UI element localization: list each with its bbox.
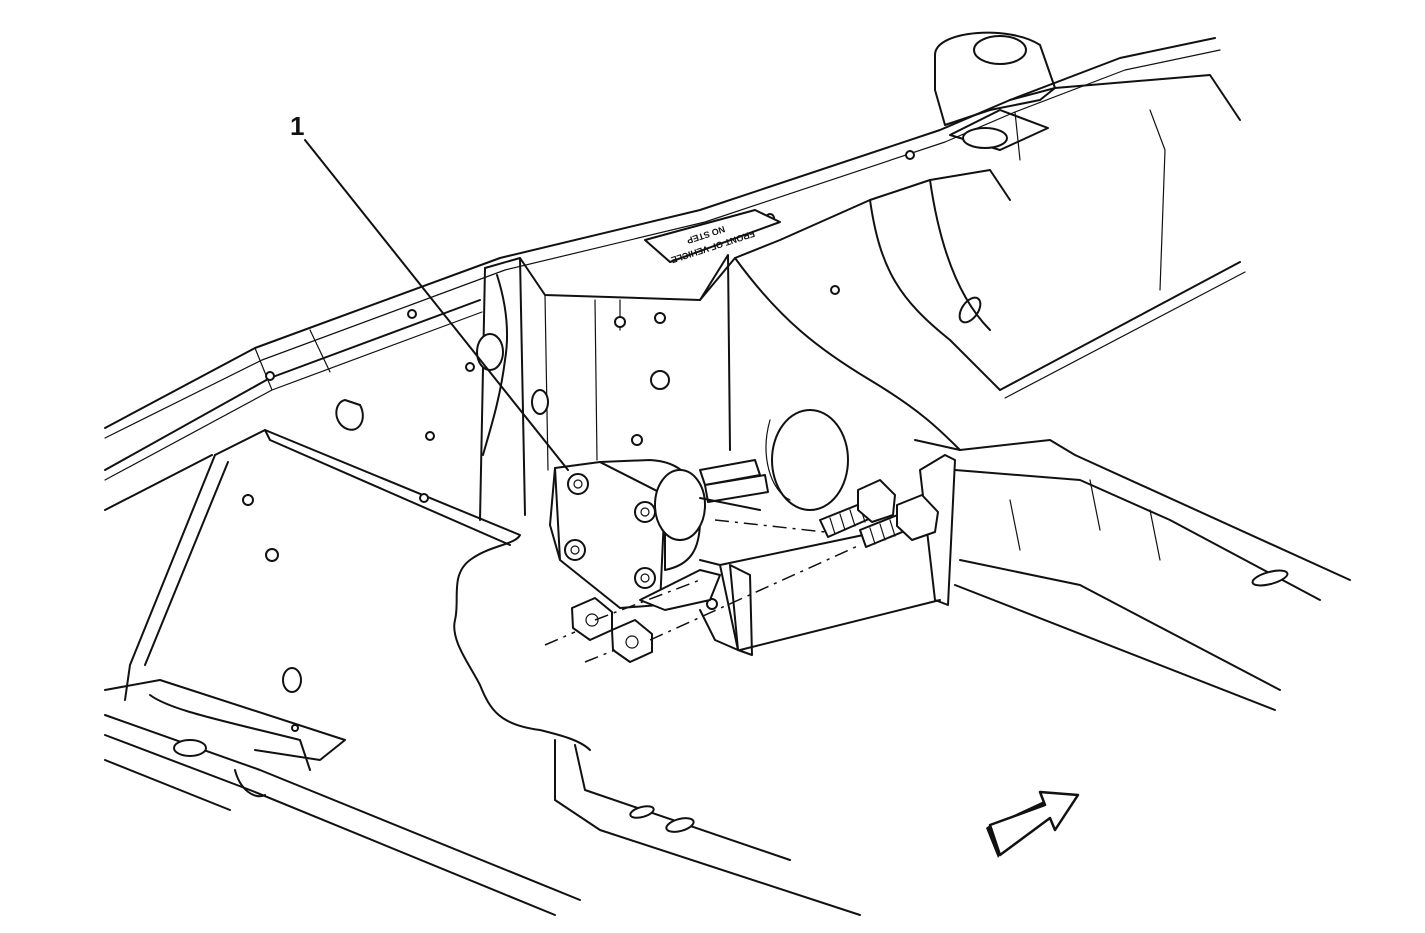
frame-mount-boss — [934, 31, 1056, 324]
floor-panel-cutaway — [124, 429, 591, 751]
lower-rail — [104, 679, 861, 916]
mounting-nuts — [571, 597, 653, 663]
mounting-bolts — [819, 479, 939, 548]
callout-1: 1 — [290, 111, 569, 471]
callout-leader-line — [304, 139, 569, 471]
frame-rail — [104, 37, 1246, 511]
alignment-lines — [544, 519, 861, 663]
callout-number: 1 — [290, 111, 304, 141]
forward-direction-arrow-icon — [986, 790, 1080, 858]
crossmember — [265, 150, 1011, 521]
height-sensor — [549, 459, 769, 611]
rear-frame-section — [914, 439, 1351, 711]
